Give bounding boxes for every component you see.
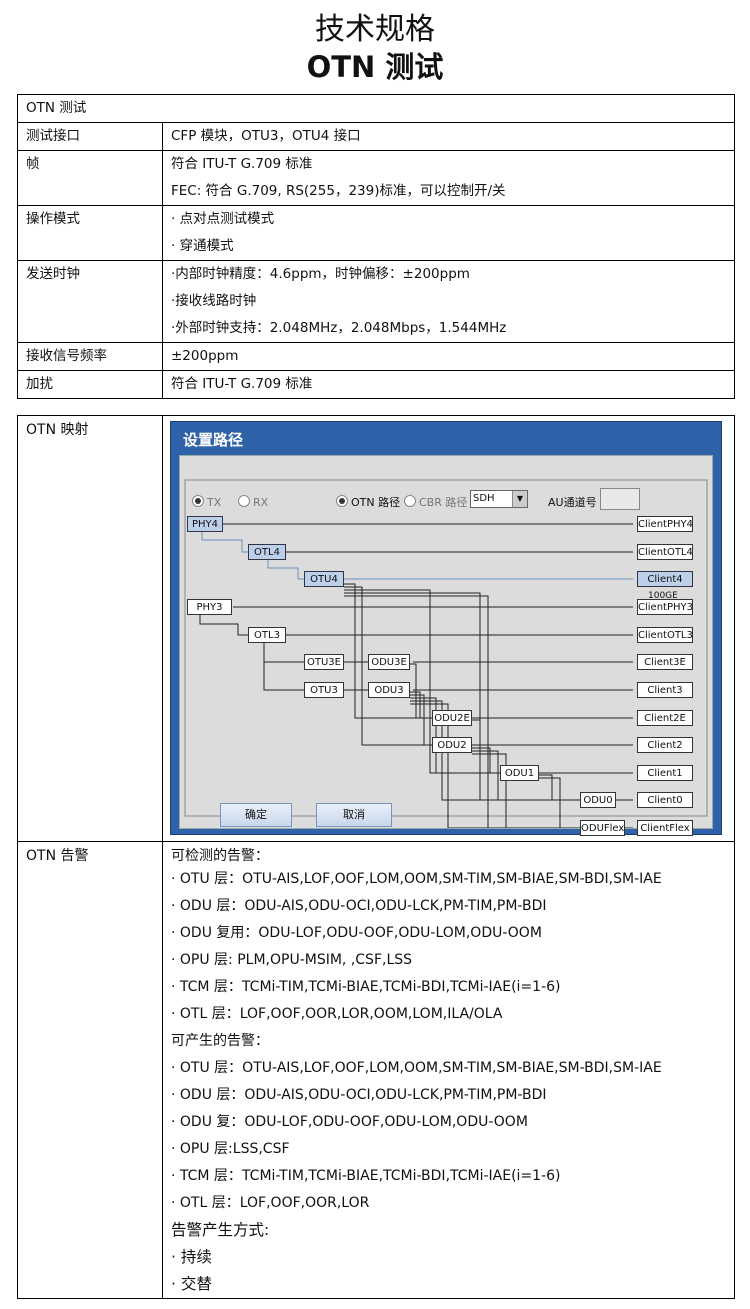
client-3e[interactable]: Client3E [637, 654, 693, 670]
table-row: OTN 告警 可检测的告警： · OTU 层：OTU-AIS,LOF,OOF,L… [17, 841, 735, 1299]
otn-path-radio[interactable]: OTN 路径 [336, 493, 400, 512]
sdh-select[interactable]: SDH▼ [470, 490, 528, 508]
row-value: CFP 模块，OTU3，OTU4 接口 [162, 122, 735, 151]
alarm-line: 可检测的告警： [171, 848, 269, 864]
row-value: 符合 ITU-T G.709 标准 FEC: 符合 G.709, RS(255，… [162, 150, 735, 206]
node-phy3[interactable]: PHY3 [187, 599, 232, 615]
alarm-mode-item: · 交替 [171, 1275, 212, 1293]
client-4[interactable]: Client4 [637, 571, 693, 587]
node-odu0[interactable]: ODU0 [580, 792, 616, 808]
node-otu4[interactable]: OTU4 [304, 571, 344, 587]
row-label: OTN 告警 [17, 841, 163, 1299]
row-label: 接收信号频率 [17, 342, 163, 371]
table-row: 发送时钟 ·内部时钟精度：4.6ppm，时钟偏移：±200ppm ·接收线路时钟… [17, 260, 735, 343]
set-path-dialog: 设置路径 [170, 421, 722, 836]
alarm-list: 可检测的告警： · OTU 层：OTU-AIS,LOF,OOF,LOM,OOM,… [162, 841, 735, 1299]
table-row: 接收信号频率 ±200ppm [17, 342, 735, 371]
alarm-line: · OPU 层: PLM,OPU-MSIM, ,CSF,LSS [171, 952, 413, 968]
node-odu3e[interactable]: ODU3E [368, 654, 410, 670]
alarm-line: · OTL 层：LOF,OOF,OOR,LOR,OOM,LOM,ILA/OLA [171, 1006, 503, 1022]
client-otl3[interactable]: ClientOTL3 [637, 627, 693, 643]
alarm-line: · OTU 层：OTU-AIS,LOF,OOF,LOM,OOM,SM-TIM,S… [171, 871, 662, 887]
alarm-line: · TCM 层：TCMi-TIM,TCMi-BIAE,TCMi-BDI,TCMi… [171, 1168, 561, 1184]
row-label: 操作模式 [17, 205, 163, 261]
node-otl4[interactable]: OTL4 [248, 544, 286, 560]
section-header: OTN 测试 [17, 94, 735, 123]
client-2e[interactable]: Client2E [637, 710, 693, 726]
alarm-line: · OTL 层：LOF,OOF,OOR,LOR [171, 1195, 370, 1211]
tx-radio[interactable]: TX [192, 493, 221, 512]
table-row: OTN 映射 设置路径 [17, 415, 735, 842]
otn-test-table: OTN 测试 测试接口 CFP 模块，OTU3，OTU4 接口 帧 符合 ITU… [17, 94, 735, 399]
ok-button[interactable]: 确定 [220, 803, 292, 827]
alarm-line: 可产生的告警： [171, 1033, 269, 1049]
row-label: OTN 映射 [17, 415, 163, 842]
row-value: 符合 ITU-T G.709 标准 [162, 370, 735, 399]
node-odu2[interactable]: ODU2 [432, 737, 472, 753]
client-phy3[interactable]: ClientPHY3 [637, 599, 693, 615]
alarm-line: · OTU 层：OTU-AIS,LOF,OOF,LOM,OOM,SM-TIM,S… [171, 1060, 662, 1076]
row-label: 发送时钟 [17, 260, 163, 343]
node-otu3e[interactable]: OTU3E [304, 654, 344, 670]
row-label: 加扰 [17, 370, 163, 399]
row-value: ·内部时钟精度：4.6ppm，时钟偏移：±200ppm ·接收线路时钟 ·外部时… [162, 260, 735, 343]
client-flex[interactable]: ClientFlex [637, 820, 693, 836]
cancel-button[interactable]: 取消 [316, 803, 392, 827]
row-label: 测试接口 [17, 122, 163, 151]
node-odu1[interactable]: ODU1 [500, 765, 539, 781]
alarm-line: · ODU 层：ODU-AIS,ODU-OCI,ODU-LCK,PM-TIM,P… [171, 1087, 547, 1103]
client-0[interactable]: Client0 [637, 792, 693, 808]
au-channel-label: AU通道号 [548, 496, 597, 509]
alarm-line: · ODU 复用：ODU-LOF,ODU-OOF,ODU-LOM,ODU-OOM [171, 925, 542, 941]
client-2[interactable]: Client2 [637, 737, 693, 753]
client-1[interactable]: Client1 [637, 765, 693, 781]
dialog-title: 设置路径 [183, 431, 244, 449]
node-oduflex[interactable]: ODUFlex [580, 820, 625, 836]
au-channel-input[interactable] [600, 488, 640, 510]
node-odu3[interactable]: ODU3 [368, 682, 410, 698]
alarm-mode-title: 告警产生方式: [171, 1221, 270, 1239]
row-value: · 点对点测试模式 · 穿通模式 [162, 205, 735, 261]
node-otu3[interactable]: OTU3 [304, 682, 344, 698]
table-row: 测试接口 CFP 模块，OTU3，OTU4 接口 [17, 122, 735, 151]
node-otl3[interactable]: OTL3 [248, 627, 286, 643]
path-connection-lines [184, 479, 708, 828]
alarm-line: · TCM 层：TCMi-TIM,TCMi-BIAE,TCMi-BDI,TCMi… [171, 979, 561, 995]
cbr-path-radio[interactable]: CBR 路径 [404, 493, 467, 512]
row-value: 设置路径 [162, 415, 735, 842]
chevron-down-icon: ▼ [512, 491, 527, 507]
client-otl4[interactable]: ClientOTL4 [637, 544, 693, 560]
otn-mapping-alarm-table: OTN 映射 设置路径 [17, 415, 735, 1299]
table-row: 加扰 符合 ITU-T G.709 标准 [17, 370, 735, 399]
alarm-mode-item: · 持续 [171, 1248, 212, 1266]
table-row: 操作模式 · 点对点测试模式 · 穿通模式 [17, 205, 735, 261]
client-phy4[interactable]: ClientPHY4 [637, 516, 693, 532]
alarm-line: · ODU 层：ODU-AIS,ODU-OCI,ODU-LCK,PM-TIM,P… [171, 898, 547, 914]
row-value: ±200ppm [162, 342, 735, 371]
dialog-body: TX RX OTN 路径 CBR 路径 SDH▼ AU通道号 PHY4 OTL4… [179, 455, 713, 836]
table-row: 帧 符合 ITU-T G.709 标准 FEC: 符合 G.709, RS(25… [17, 150, 735, 206]
client4-rate-label: 100GE [648, 591, 678, 601]
node-phy4[interactable]: PHY4 [187, 516, 223, 532]
client-3[interactable]: Client3 [637, 682, 693, 698]
alarm-line: · ODU 复：ODU-LOF,ODU-OOF,ODU-LOM,ODU-OOM [171, 1114, 528, 1130]
alarm-line: · OPU 层:LSS,CSF [171, 1141, 290, 1157]
rx-radio[interactable]: RX [238, 493, 268, 512]
node-odu2e[interactable]: ODU2E [432, 710, 472, 726]
row-label: 帧 [17, 150, 163, 206]
page-subtitle: OTN 测试 [306, 50, 444, 84]
page-title: 技术规格 [315, 12, 435, 47]
